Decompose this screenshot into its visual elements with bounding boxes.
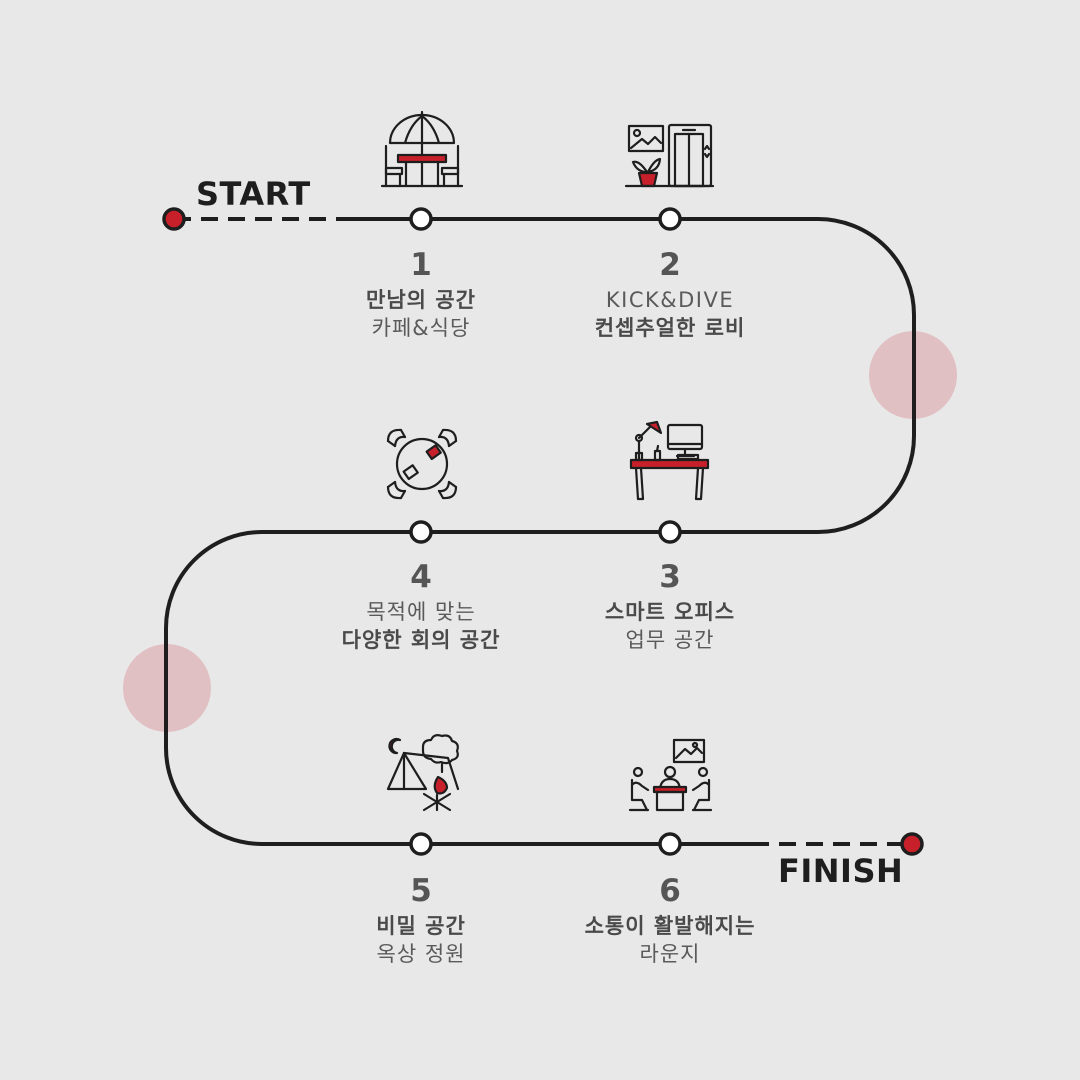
step-label-1: 1 만남의 공간 카페&식당: [301, 248, 541, 342]
step-label-3: 3 스마트 오피스 업무 공간: [550, 560, 790, 654]
step-node: [658, 832, 682, 856]
step-subtitle: 카페&식당: [371, 316, 471, 340]
step-number: 4: [410, 559, 432, 595]
step-node: [409, 520, 433, 544]
step-number: 2: [659, 247, 681, 283]
step-label-6: 6 소통이 활발해지는 라운지: [530, 874, 810, 968]
step-number: 3: [659, 559, 681, 595]
cafe-umbrella-table-icon: [380, 110, 464, 188]
lounge-people-icon: [628, 738, 713, 812]
step-label-5: 5 비밀 공간 옥상 정원: [301, 874, 541, 968]
step-subtitle: 목적에 맞는: [366, 600, 476, 624]
step-node: [409, 832, 433, 856]
start-label: START: [196, 175, 311, 213]
rooftop-camping-icon: [386, 734, 460, 812]
step-subtitle: 라운지: [639, 942, 701, 966]
step-title: 스마트 오피스: [604, 600, 736, 624]
step-number: 6: [659, 873, 681, 909]
step-title: 만남의 공간: [366, 288, 476, 312]
step-node: [658, 520, 682, 544]
step-node: [409, 207, 433, 231]
step-number: 5: [410, 873, 432, 909]
lobby-elevator-icon: [624, 123, 715, 188]
step-number: 1: [410, 247, 432, 283]
office-desk-computer-icon: [629, 420, 710, 501]
finish-dot: [900, 832, 924, 856]
step-label-4: 4 목적에 맞는 다양한 회의 공간: [301, 560, 541, 654]
step-title: 다양한 회의 공간: [341, 628, 501, 652]
start-dot: [162, 207, 186, 231]
step-label-2: 2 KICK&DIVE 컨셉추얼한 로비: [550, 248, 790, 342]
step-subtitle: KICK&DIVE: [605, 288, 735, 312]
step-title: 비밀 공간: [376, 914, 466, 938]
finish-label: FINISH: [778, 852, 904, 890]
step-node: [658, 207, 682, 231]
step-subtitle: 업무 공간: [625, 628, 715, 652]
journey-path: [164, 217, 916, 846]
meeting-table-icon: [386, 428, 458, 500]
step-subtitle: 옥상 정원: [376, 942, 466, 966]
step-title: 소통이 활발해지는: [584, 914, 756, 938]
step-title: 컨셉추얼한 로비: [594, 316, 746, 340]
